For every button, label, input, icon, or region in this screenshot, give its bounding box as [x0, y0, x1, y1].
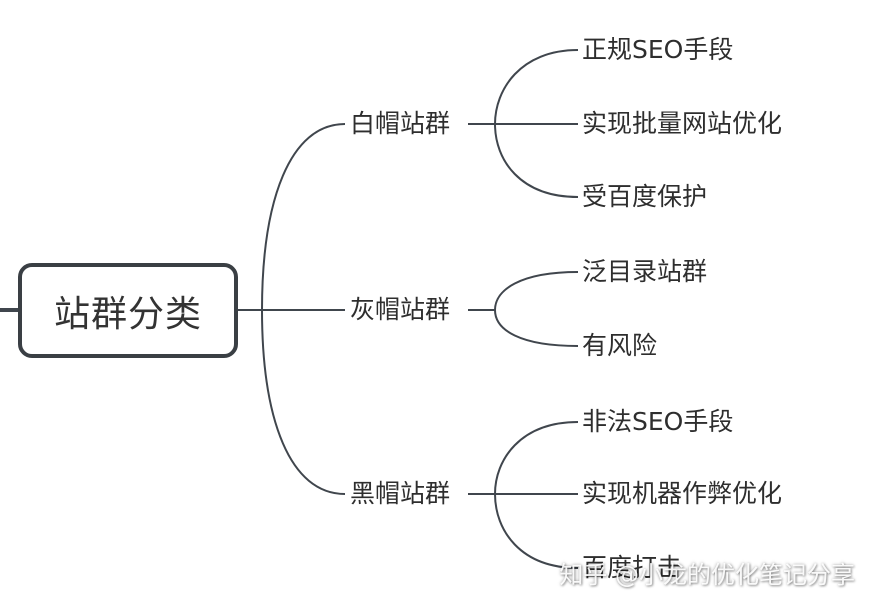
leaf-gray-hat-1[interactable]: 泛目录站群 [580, 257, 710, 287]
root-node-label: 站群分类 [53, 293, 202, 335]
root-node[interactable]: 站群分类 [18, 263, 238, 358]
connector-white-hat-child-1 [468, 49, 579, 125]
zhihu-watermark: 知乎 @小龙的优化笔记分享 [559, 561, 855, 589]
leaf-black-hat-2[interactable]: 实现机器作弊优化 [580, 479, 785, 509]
branch-black-hat-label[interactable]: 黑帽站群 [348, 479, 453, 509]
connector-black-hat-child-1 [468, 421, 579, 495]
connector-root-to-white-hat [238, 123, 346, 311]
leaf-white-hat-1[interactable]: 正规SEO手段 [580, 35, 736, 65]
leaf-white-hat-3[interactable]: 受百度保护 [580, 182, 710, 212]
connector-white-hat-child-3 [494, 123, 579, 198]
leaf-gray-hat-2[interactable]: 有风险 [580, 331, 660, 361]
leaf-white-hat-2[interactable]: 实现批量网站优化 [580, 109, 785, 139]
branch-gray-hat-label[interactable]: 灰帽站群 [348, 295, 453, 325]
connector-gray-hat-child-2 [494, 309, 579, 347]
connector-gray-hat-child-1 [468, 271, 579, 311]
connector-black-hat-child-3 [494, 493, 579, 569]
leaf-black-hat-1[interactable]: 非法SEO手段 [580, 407, 736, 437]
branch-white-hat-label[interactable]: 白帽站群 [348, 109, 453, 139]
leaf-black-hat-3[interactable]: 百度打击 [580, 553, 685, 583]
connector-root-to-black-hat [261, 309, 346, 495]
